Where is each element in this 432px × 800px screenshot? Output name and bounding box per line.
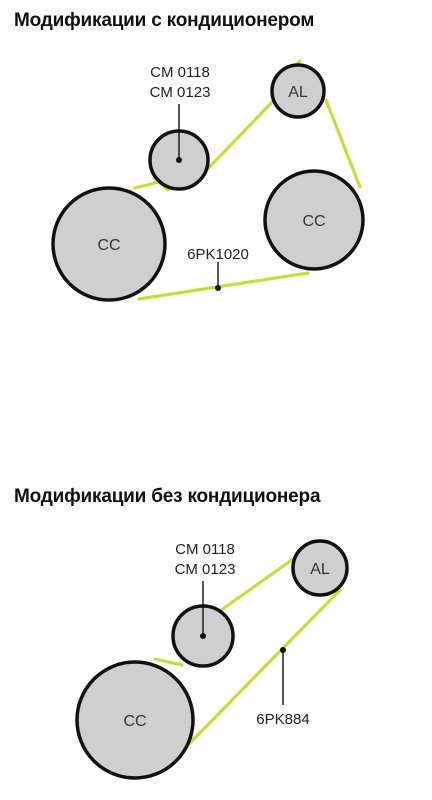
- alternator-pulley: [291, 539, 349, 597]
- pulley-label-cc: CC: [302, 213, 325, 230]
- pulley-label-al: AL: [310, 561, 330, 578]
- ac-compressor-pulley: [263, 169, 365, 271]
- pulley-label-cc: CC: [97, 237, 120, 254]
- belt-code-label: 6PK1020: [187, 246, 249, 263]
- tensioner-center-dot: [200, 633, 206, 639]
- belt-code-label: 6PK884: [256, 711, 309, 728]
- belt-drive-svg-with-ac: CC AL CC CM 0118 CM 0123 6PK1020: [51, 59, 365, 302]
- diagram-title: Модификации без кондиционера: [14, 486, 321, 507]
- pulley-label-al: AL: [288, 84, 308, 101]
- belt-segment: [153, 657, 184, 667]
- belt-drive-svg-without-ac: CC AL CM 0118 CM 0123 6PK884: [75, 539, 349, 780]
- belt-segment: [137, 271, 310, 301]
- diagram-title: Модификации с кондиционером: [14, 10, 315, 31]
- belt-marker-dot: [215, 285, 221, 291]
- diagram-with-ac: Модификации с кондиционером CC AL CC CM …: [14, 10, 365, 302]
- part-number-label: CM 0123: [150, 84, 211, 101]
- diagram-without-ac: Модификации без кондиционера CC AL CM 01…: [0, 400, 432, 800]
- belt-marker-dot: [280, 647, 286, 653]
- tensioner-center-dot: [176, 157, 182, 163]
- part-number-label: CM 0123: [175, 561, 236, 578]
- crankshaft-pulley: [51, 186, 167, 302]
- belt-segment: [185, 588, 342, 748]
- part-number-label: CM 0118: [150, 64, 210, 81]
- pulley-label-cc: CC: [123, 713, 146, 730]
- crankshaft-pulley: [75, 660, 195, 780]
- belt-segment: [324, 98, 362, 189]
- belt-segment: [215, 550, 305, 615]
- belt-segment: [195, 96, 278, 182]
- part-number-label: CM 0118: [175, 541, 235, 558]
- alternator-pulley: [270, 63, 326, 119]
